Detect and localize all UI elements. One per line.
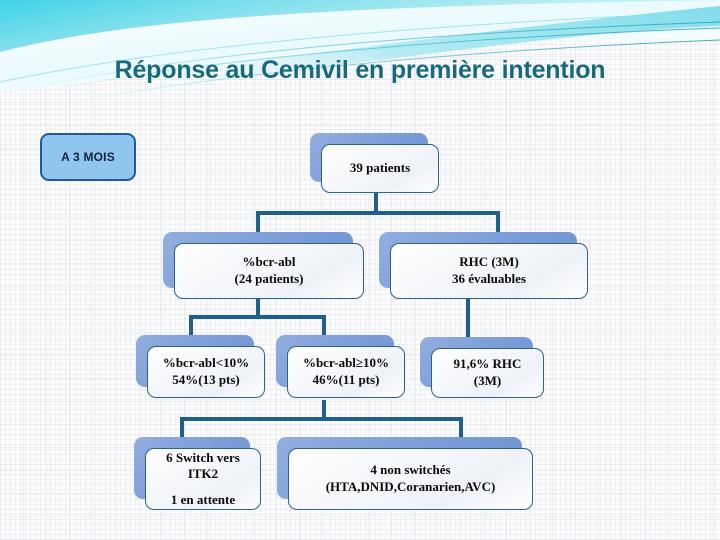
node-line-1: 6 Switch vers (166, 449, 240, 465)
node-line-1: 91,6% RHC (453, 356, 522, 372)
node-bcr-abl-ge-10[interactable]: %bcr-abl≥10% 46%(11 pts) (276, 335, 405, 398)
connector-level3-bar (180, 417, 463, 421)
node-face: 91,6% RHC (3M) (431, 348, 544, 398)
connector-to-nonswitch (459, 417, 463, 437)
node-face: %bcr-abl (24 patients) (174, 243, 364, 299)
connector-to-bcrabl (256, 211, 260, 233)
node-line-3: 1 en attente (170, 491, 236, 507)
node-line-1: %bcr-abl<10% (162, 355, 250, 371)
node-line-1: %bcr-abl (242, 254, 296, 270)
node-face: RHC (3M) 36 évaluables (390, 243, 588, 299)
connector-to-rhc (496, 211, 500, 233)
connector-level2-bar (189, 315, 326, 319)
node-line-2: 46%(11 pts) (312, 372, 380, 387)
page-title: Réponse au Cemivil en première intention (114, 56, 606, 84)
connector-to-switch (180, 417, 184, 437)
node-face: 39 patients (321, 144, 439, 193)
node-line-2: (HTA,DNID,Coranarien,AVC) (325, 479, 496, 494)
node-root-39-patients[interactable]: 39 patients (310, 133, 439, 193)
node-face: 6 Switch vers ITK2 1 en attente (145, 448, 261, 510)
callout-a3mois-label: A 3 MOIS (61, 150, 115, 164)
connector-to-bcr-ge10 (322, 315, 326, 336)
node-line-1: %bcr-abl≥10% (302, 355, 390, 371)
node-face: %bcr-abl<10% 54%(13 pts) (147, 346, 265, 398)
node-line-2: ITK2 (187, 466, 219, 482)
node-face: %bcr-abl≥10% 46%(11 pts) (287, 346, 405, 398)
node-non-switch[interactable]: 4 non switchés (HTA,DNID,Coranarien,AVC) (277, 437, 533, 510)
callout-a3mois: A 3 MOIS (40, 133, 136, 181)
connector-root-down (374, 193, 378, 214)
connector-bcrabl-down (256, 298, 260, 318)
node-line-1: 39 patients (349, 160, 411, 176)
connector-bcrge10-down (322, 400, 326, 420)
node-line-2: 36 évaluables (451, 271, 527, 286)
node-line-1: 4 non switchés (370, 462, 451, 478)
node-line-1: RHC (3M) (459, 254, 519, 270)
node-line-2: 54%(13 pts) (172, 372, 240, 387)
connector-to-bcr-lt10 (189, 315, 193, 336)
node-switch-itk2[interactable]: 6 Switch vers ITK2 1 en attente (134, 437, 261, 510)
connector-level1-bar (256, 211, 500, 215)
node-rhc-3m[interactable]: RHC (3M) 36 évaluables (379, 232, 588, 299)
node-face: 4 non switchés (HTA,DNID,Coranarien,AVC) (288, 448, 533, 510)
node-bcr-abl-lt-10[interactable]: %bcr-abl<10% 54%(13 pts) (136, 335, 265, 398)
node-line-2: (24 patients) (234, 271, 304, 286)
node-bcr-abl[interactable]: %bcr-abl (24 patients) (163, 232, 364, 299)
connector-rhc-down (466, 298, 470, 338)
node-rhc-percentage[interactable]: 91,6% RHC (3M) (420, 337, 544, 398)
node-line-2: (3M) (473, 373, 502, 388)
